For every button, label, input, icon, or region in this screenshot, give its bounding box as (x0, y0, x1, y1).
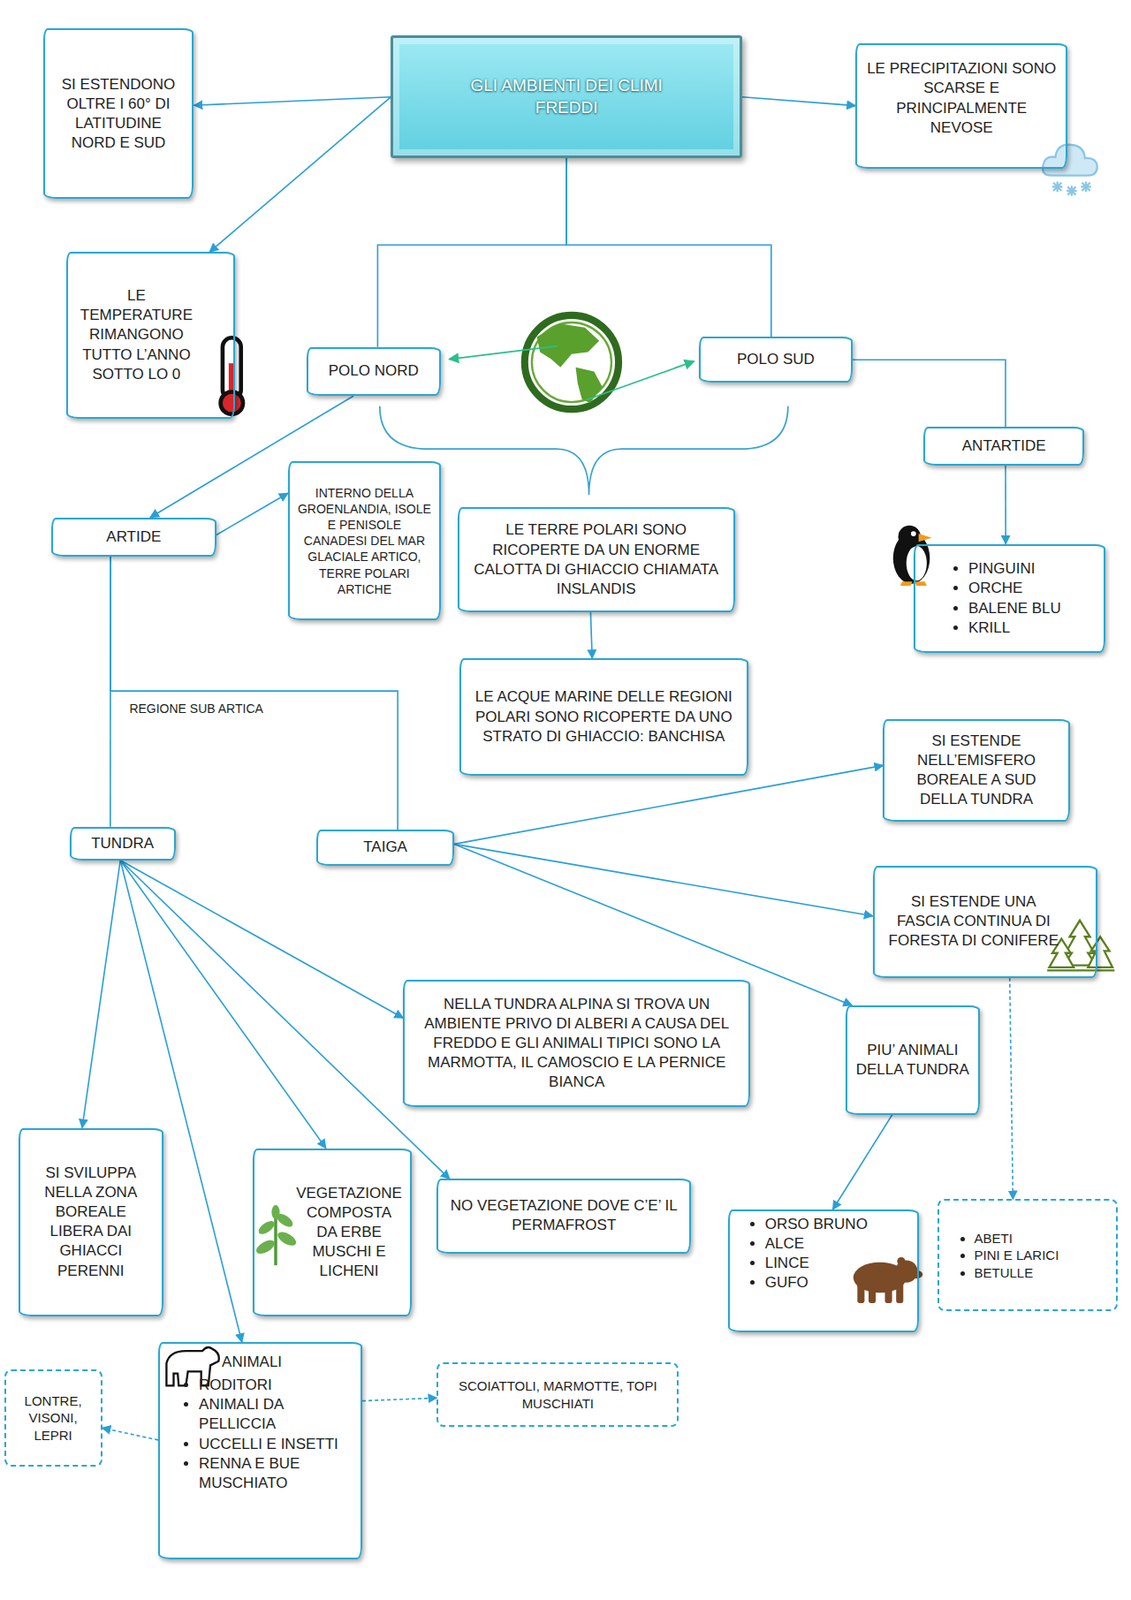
node-text: SI ESTENDE NELL’EMISFERO BOREALE A SUD D… (893, 731, 1059, 810)
node-text: INTERNO DELLA GROENLANDIA, ISOLE E PENIS… (295, 485, 434, 598)
concept-box: NO VEGETAZIONE DOVE C’E’ IL PERMAFROST (436, 1178, 691, 1253)
concept-box: TUNDRA (69, 827, 176, 861)
concept-box: SI ESTENDONO OLTRE I 60° DI LATITUDINE N… (43, 28, 195, 199)
node-text: LONTRE, VISONI, LEPRI (9, 1392, 98, 1445)
bullet-list: PINGUINIORCHEBALENE BLUKRILL (948, 559, 1097, 638)
node-text: SCOIATTOLI, MARMOTTE, TOPI MUSCHIATI (445, 1377, 670, 1412)
connector-arrow (102, 1427, 160, 1441)
list-item: GUFO (765, 1273, 911, 1293)
node-text: POLO SUD (709, 349, 842, 370)
connector-arrow (110, 556, 398, 831)
list-item: ORSO BRUNO (765, 1214, 911, 1235)
brown-bear-icon (853, 1257, 924, 1304)
connector-arrow (194, 97, 392, 107)
connector-arrow (120, 860, 450, 1180)
title-box: GLI AMBIENTI DEI CLIMI FREDDI (390, 35, 742, 159)
concept-box: LE PRECIPITAZIONI SONO SCARSE E PRINCIPA… (855, 43, 1068, 169)
globe-icon (524, 315, 619, 410)
connector-arrow (454, 843, 873, 916)
connector-arrow (590, 612, 593, 659)
concept-box: PIU’ ANIMALI DELLA TUNDRA (845, 1005, 980, 1116)
title-text: GLI AMBIENTI DEI CLIMI FREDDI (441, 75, 691, 119)
bullet-list: ORSO BRUNOALCELINCEGUFO (745, 1214, 911, 1293)
concept-box: VEGETAZIONE COMPOSTA DA ERBE MUSCHI E LI… (252, 1148, 411, 1318)
bullet-list: RODITORIANIMALI DA PELLICCIAUCCELLI E IN… (179, 1375, 354, 1494)
connector-arrow (82, 860, 121, 1129)
bullet-list: ABETIPINI E LARICIBETULLE (955, 1229, 1109, 1283)
connector-arrow (216, 493, 289, 535)
dashed-box: ABETIPINI E LARICIBETULLE (937, 1199, 1118, 1312)
connector-arrow (120, 860, 327, 1149)
list-item: ALCE (765, 1234, 911, 1254)
node-text: ARTIDE (61, 527, 206, 547)
connector-arrow (566, 158, 772, 337)
concept-box: LE TEMPERATURE RIMANGONO TUTTO L’ANNO SO… (66, 251, 236, 418)
globe-arrows (448, 346, 694, 401)
connector-arrow (1004, 465, 1007, 545)
node-text: LE PRECIPITAZIONI SONO SCARSE E PRINCIPA… (865, 59, 1057, 137)
concept-box: SI ESTENDE UNA FASCIA CONTINUA DI FOREST… (872, 865, 1098, 979)
list-item: BETULLE (974, 1264, 1109, 1283)
list-item: PINGUINI (968, 559, 1097, 579)
connector-arrow (852, 359, 1006, 427)
concept-box: ANIMALIRODITORIANIMALI DA PELLICCIAUCCEL… (158, 1342, 363, 1560)
concept-box: ORSO BRUNOALCELINCEGUFO (728, 1209, 919, 1333)
concept-box: POLO SUD (698, 336, 852, 383)
concept-box: POLO NORD (306, 347, 441, 396)
node-text: LE ACQUE MARINE DELLE REGIONI POLARI SON… (470, 687, 738, 746)
dashed-box: SCOIATTOLI, MARMOTTE, TOPI MUSCHIATI (436, 1362, 679, 1428)
list-item: ORCHE (968, 578, 1097, 599)
concept-box: SI SVILUPPA NELLA ZONA BOREALE LIBERA DA… (18, 1128, 164, 1318)
connector-arrow (377, 158, 567, 348)
node-text: VEGETAZIONE COMPOSTA DA ERBE MUSCHI E LI… (295, 1184, 403, 1282)
list-item: LINCE (765, 1253, 911, 1274)
list-item: BALENE BLU (968, 599, 1097, 619)
concept-box: ARTIDE (51, 517, 217, 557)
node-text: PIU’ ANIMALI DELLA TUNDRA (856, 1040, 970, 1080)
list-item: ANIMALI DA PELLICCIA (198, 1395, 354, 1435)
node-text: TAIGA (326, 837, 444, 858)
list-item: RENNA E BUE MUSCHIATO (198, 1454, 354, 1494)
list-item: KRILL (968, 618, 1097, 638)
penguin-icon (893, 525, 933, 586)
connector-arrow (833, 1115, 893, 1211)
node-text: TUNDRA (80, 834, 166, 854)
list-item: RODITORI (198, 1375, 354, 1396)
node-text: SI ESTENDONO OLTRE I 60° DI LATITUDINE N… (53, 75, 184, 153)
node-text: ANIMALI (221, 1352, 354, 1373)
concept-box: NELLA TUNDRA ALPINA SI TROVA UN AMBIENTE… (402, 979, 751, 1108)
node-text: LE TEMPERATURE RIMANGONO TUTTO L’ANNO SO… (75, 286, 198, 384)
concept-box: PINGUINIORCHEBALENE BLUKRILL (913, 544, 1106, 654)
connector-arrow (362, 1397, 437, 1401)
list-item: UCCELLI E INSETTI (198, 1434, 354, 1455)
concept-box: TAIGA (316, 829, 455, 866)
region-label: REGIONE SUB ARTICA (127, 701, 265, 716)
node-text: POLO NORD (317, 361, 431, 381)
connector-arrow (120, 860, 243, 1343)
concept-box: ANTARTIDE (923, 426, 1084, 466)
brace (379, 406, 789, 495)
concept-box: LE TERRE POLARI SONO RICOPERTE DA UN ENO… (457, 507, 736, 613)
connector-arrow (209, 97, 391, 253)
plant-icon (254, 1205, 299, 1266)
node-text: LE TERRE POLARI SONO RICOPERTE DA UN ENO… (468, 520, 725, 599)
thermometer-icon (220, 337, 243, 415)
connector-arrow (120, 860, 403, 1019)
node-text: SI SVILUPPA NELLA ZONA BOREALE LIBERA DA… (29, 1163, 153, 1282)
connector-arrow (1009, 978, 1014, 1200)
node-text: NO VEGETAZIONE DOVE C’E’ IL PERMAFROST (447, 1196, 681, 1236)
connector-arrow (742, 97, 856, 107)
snow-cloud-icon (1042, 144, 1098, 197)
connector-arrow (454, 765, 883, 844)
dashed-box: LONTRE, VISONI, LEPRI (4, 1369, 103, 1467)
node-text: SI ESTENDE UNA FASCIA CONTINUA DI FOREST… (887, 892, 1061, 951)
node-text: NELLA TUNDRA ALPINA SI TROVA UN AMBIENTE… (413, 994, 740, 1093)
concept-box: LE ACQUE MARINE DELLE REGIONI POLARI SON… (459, 658, 749, 776)
node-text: ANTARTIDE (933, 436, 1073, 456)
concept-box: INTERNO DELLA GROENLANDIA, ISOLE E PENIS… (288, 461, 441, 621)
concept-box: SI ESTENDE NELL’EMISFERO BOREALE A SUD D… (882, 719, 1070, 822)
list-item: ABETI (974, 1229, 1109, 1248)
list-item: PINI E LARICI (974, 1246, 1109, 1265)
